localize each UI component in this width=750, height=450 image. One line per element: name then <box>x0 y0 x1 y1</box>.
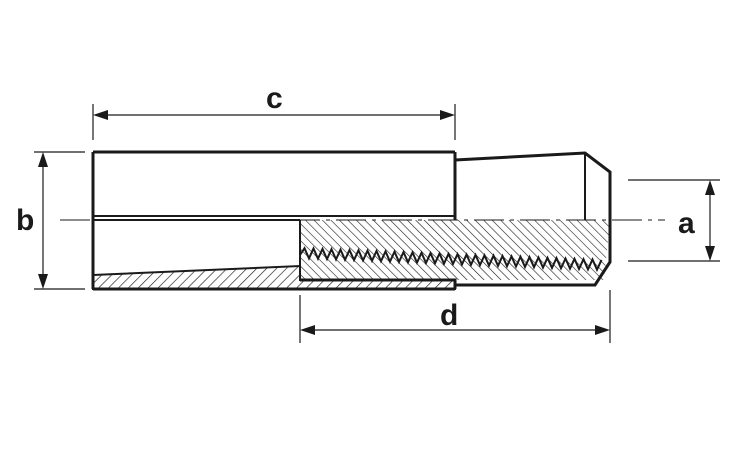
label-b: b <box>16 204 34 237</box>
dimension-a <box>628 179 720 262</box>
dimension-c <box>92 104 456 140</box>
dimension-b <box>34 151 85 290</box>
threaded-cone-section <box>300 220 610 280</box>
label-c: c <box>266 82 283 115</box>
label-a: a <box>678 207 695 240</box>
dimension-d <box>299 290 611 343</box>
thread-profile <box>299 246 603 273</box>
label-d: d <box>440 299 458 332</box>
